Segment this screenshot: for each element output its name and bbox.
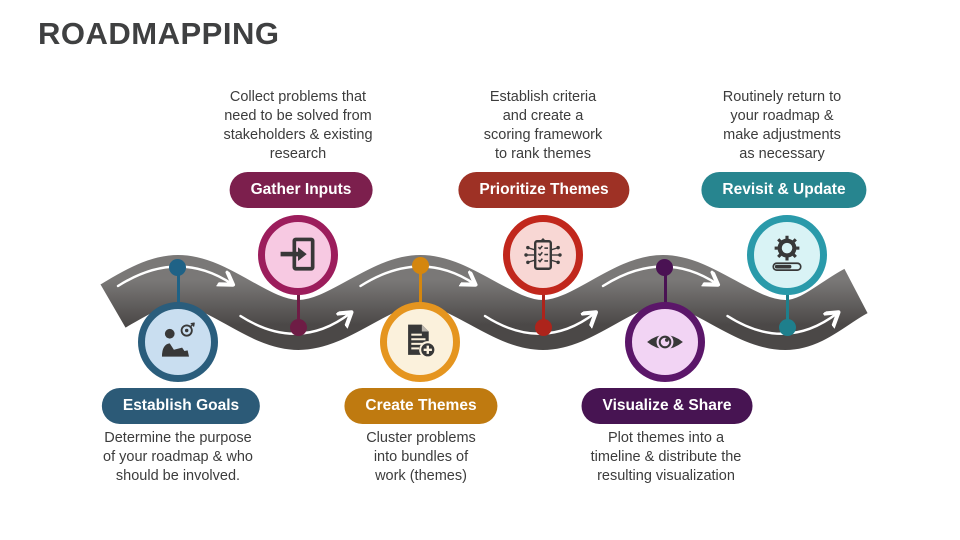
road-dot (779, 319, 796, 336)
stage-description: Collect problems that need to be solved … (223, 89, 373, 162)
checklist-network-icon (524, 238, 562, 270)
stage-pill: Prioritize Themes (458, 172, 630, 208)
stage-icon-circle (258, 215, 338, 295)
stage-pill: Revisit & Update (701, 172, 867, 208)
stage-icon-circle (380, 302, 460, 382)
stage-pill: Gather Inputs (229, 172, 373, 208)
stage-description: Determine the purpose of your roadmap & … (103, 430, 253, 484)
road-dot (290, 319, 307, 336)
stage-description: Cluster problems into bundles of work (t… (366, 430, 476, 484)
stage-description: Plot themes into a timeline & distribute… (590, 430, 742, 484)
gear-refresh-icon (772, 235, 802, 271)
document-plus-icon (408, 324, 437, 359)
stage-icon-circle (747, 215, 827, 295)
stage-pill: Establish Goals (101, 388, 261, 424)
stage-pill: Create Themes (344, 388, 498, 424)
stage-description: Routinely return to your roadmap & make … (722, 89, 842, 162)
road-dot (656, 259, 673, 276)
stage-icon-circle (138, 302, 218, 382)
input-arrow-icon (280, 237, 315, 271)
person-goal-icon (161, 322, 195, 357)
stage-pill: Visualize & Share (581, 388, 753, 424)
road-path (100, 254, 869, 351)
road-dot (169, 259, 186, 276)
road-dot (412, 257, 429, 274)
stage-description: Establish criteria and create a scoring … (483, 89, 603, 162)
page-title: ROADMAPPING (38, 16, 280, 51)
stage-icon-circle (625, 302, 705, 382)
eye-icon (647, 333, 683, 351)
stage-icon-circle (503, 215, 583, 295)
road-dot (535, 319, 552, 336)
